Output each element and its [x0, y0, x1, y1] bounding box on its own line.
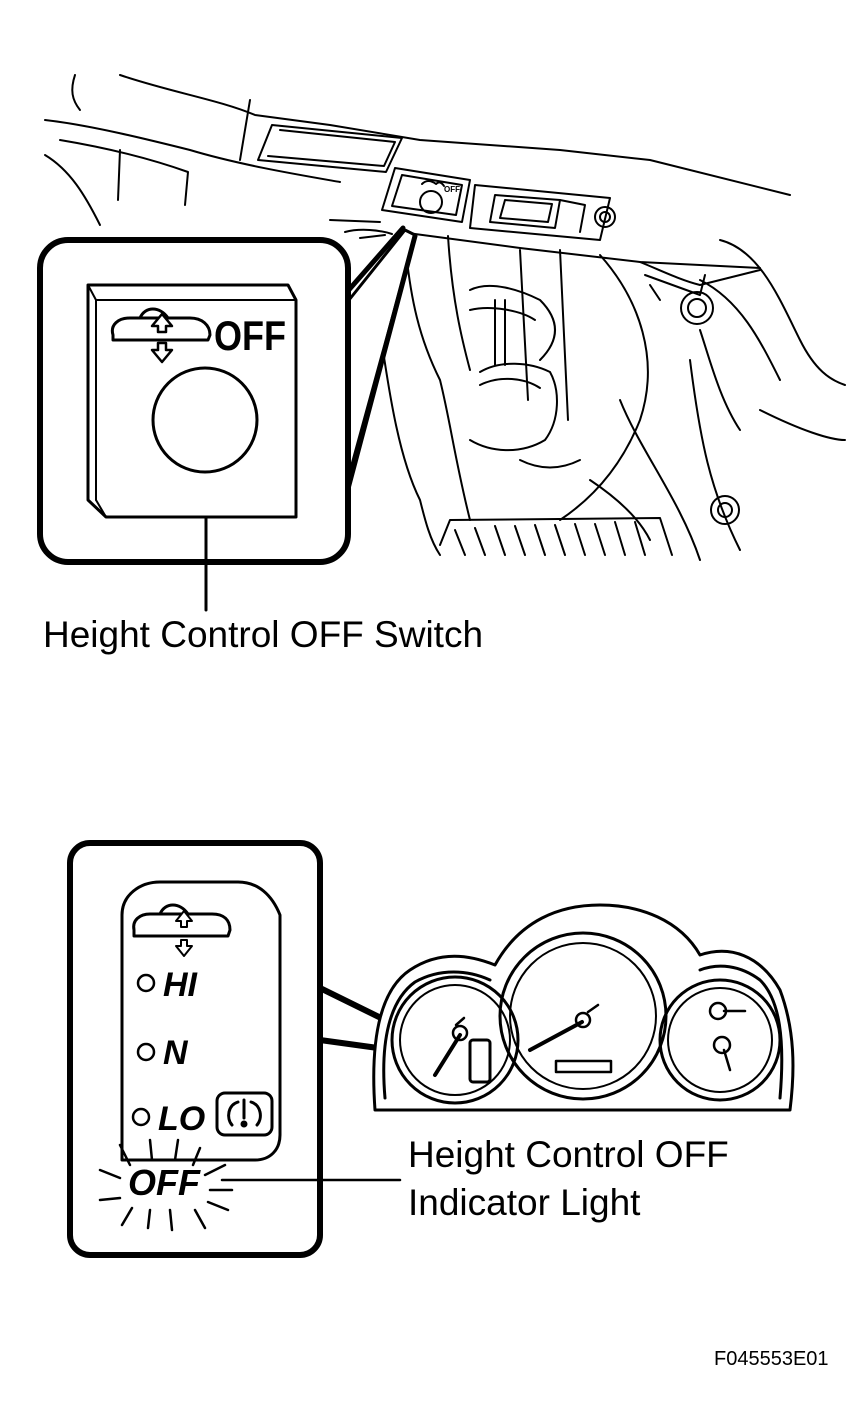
- down-arrow-icon: [175, 939, 193, 957]
- svg-text:OFF: OFF: [444, 185, 460, 194]
- n-lamp: [136, 1042, 156, 1062]
- up-arrow-icon: [175, 910, 193, 928]
- lo-lamp: [131, 1107, 151, 1127]
- down-arrow-icon: [150, 341, 174, 364]
- height-control-warning-icon: [215, 1091, 274, 1137]
- switch-callout-label: Height Control OFF Switch: [43, 614, 484, 655]
- figure-code: F045553E01: [714, 1348, 829, 1370]
- indicator-callout-label-line1: Height Control OFF: [408, 1134, 729, 1175]
- lo-label: LO: [158, 1100, 205, 1138]
- hi-label: HI: [163, 966, 199, 1004]
- dashboard-illustration: OFF: [44, 74, 846, 561]
- instrument-cluster: [372, 903, 795, 1112]
- switch-callout-box: OFF: [37, 225, 418, 612]
- switch-off-text: OFF: [214, 312, 286, 359]
- n-label: N: [163, 1034, 189, 1072]
- indicator-callout-label-line2: Indicator Light: [408, 1182, 641, 1223]
- up-arrow-icon: [150, 312, 174, 334]
- vehicle-height-icon: [110, 307, 212, 342]
- off-indicator-label: OFF: [128, 1162, 201, 1203]
- vehicle-height-icon: [132, 903, 232, 938]
- light-burst-icon: [98, 1138, 234, 1232]
- hi-lamp: [136, 973, 156, 993]
